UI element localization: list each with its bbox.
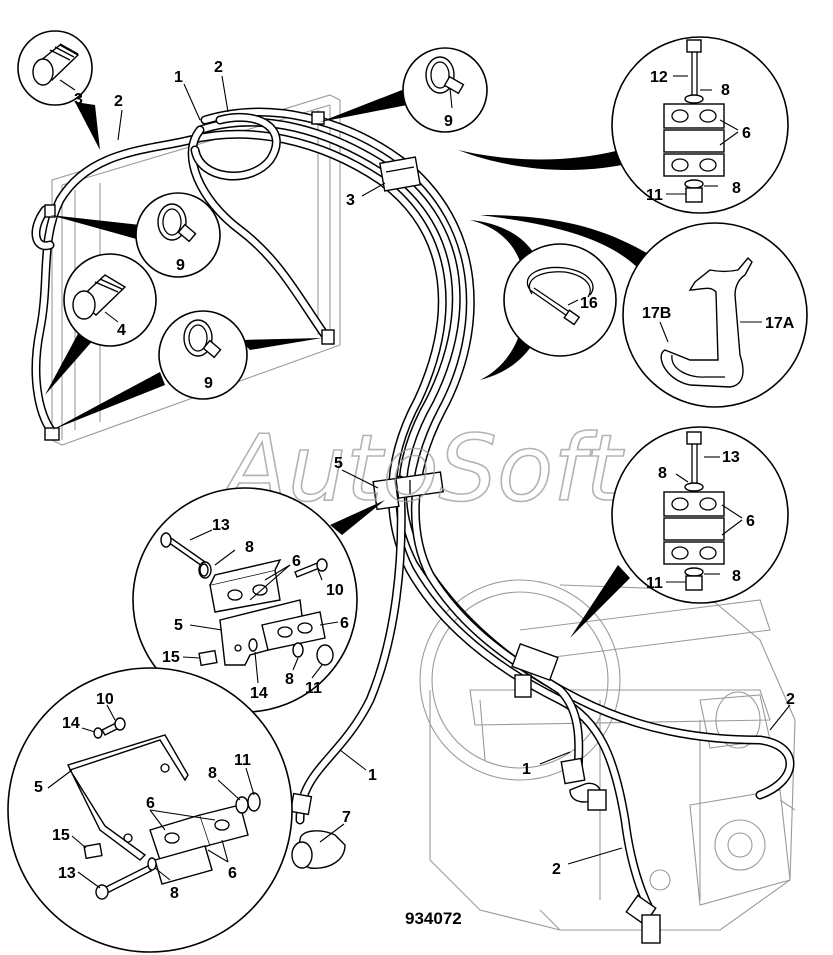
callout-10-bracket: 10: [326, 582, 344, 599]
detail-clip-17: 17B 17A: [480, 215, 808, 408]
callout-1-top: 1: [174, 69, 183, 86]
detail-clip-9-top: 9: [320, 47, 488, 133]
detail-cable-tie-16: 16: [470, 220, 617, 380]
callout-3-detail: 3: [74, 91, 83, 108]
callout-5-bracket: 5: [174, 617, 183, 634]
callout-2-left: 2: [114, 93, 123, 110]
callout-13-middle: 13: [722, 449, 740, 466]
callout-15-exploded: 15: [52, 827, 70, 844]
callout-8-middle-b: 8: [732, 568, 741, 585]
detail-clamp-stack-middle: 13 8 6 11 8: [570, 426, 789, 638]
transmission-fittings: [560, 757, 661, 944]
detail-sleeve-4: 4: [45, 253, 157, 395]
callout-8-bracket-a: 8: [245, 539, 254, 556]
callout-8-exploded-b: 8: [170, 885, 179, 902]
callout-6-middle: 6: [746, 513, 755, 530]
callout-8-top-a: 8: [721, 82, 730, 99]
callout-8-exploded-a: 8: [208, 765, 217, 782]
callout-6-exploded-a: 6: [146, 795, 155, 812]
detail-bracket-assembly: 13 8 6 10 5 6 15 14 8 11: [132, 487, 385, 713]
callout-5-bundle: 5: [334, 455, 343, 472]
callout-11-exploded: 11: [234, 752, 251, 769]
cooler-hose-clips: [44, 111, 335, 441]
callout-8-bracket-b: 8: [285, 671, 294, 688]
callout-17a: 17A: [765, 315, 795, 332]
callout-5-exploded: 5: [34, 779, 43, 796]
detail-sleeve-3: 3: [17, 30, 100, 150]
callout-9-left-upper: 9: [176, 257, 185, 274]
transmission-housing: [419, 579, 796, 931]
callout-13-exploded: 13: [58, 865, 76, 882]
callout-2-bottom: 2: [552, 861, 561, 878]
callout-3-bundle: 3: [346, 192, 355, 209]
callout-14-exploded: 14: [62, 715, 80, 732]
callout-11-top: 11: [646, 187, 663, 204]
callout-12: 12: [650, 69, 668, 86]
callout-16: 16: [580, 295, 598, 312]
callout-6-top: 6: [742, 125, 751, 142]
bundle-clamp-middle: [372, 471, 444, 511]
detail-clip-9-left-lower: 9: [52, 310, 322, 430]
callout-4: 4: [117, 322, 126, 339]
callout-8-middle-a: 8: [658, 465, 667, 482]
callout-7: 7: [342, 809, 351, 826]
detail-clamp-stack-top: 12 8 6 11 8: [458, 36, 789, 214]
callout-14-bracket: 14: [250, 685, 268, 702]
detail-clip-9-left-upper: 9: [50, 192, 221, 278]
callout-6-exploded-b: 6: [228, 865, 237, 882]
callout-6-bracket-b: 6: [340, 615, 349, 632]
callout-11-bracket: 11: [305, 680, 322, 697]
callout-9-left-lower: 9: [204, 375, 213, 392]
callout-10-exploded: 10: [96, 691, 114, 708]
callout-2-right: 2: [786, 691, 795, 708]
adapter-fitting: [289, 792, 346, 869]
callout-11-middle: 11: [646, 575, 663, 592]
reference-number: 934072: [405, 909, 462, 928]
callout-15-bracket: 15: [162, 649, 180, 666]
callout-17b: 17B: [642, 305, 671, 322]
bundle-clamp-lower: [511, 642, 559, 698]
callout-9-top: 9: [444, 113, 453, 130]
callout-2-top: 2: [214, 59, 223, 76]
callout-1-lower: 1: [368, 767, 377, 784]
main-callouts: 1 2 2 3 5 1 7 1 2 2: [114, 59, 795, 878]
callout-8-top-b: 8: [732, 180, 741, 197]
bundle-clamp-upper: [379, 156, 421, 192]
callout-6-bracket-a: 6: [292, 553, 301, 570]
detail-bracket-exploded: 10 14 5 8 11 6 15 13 8 6: [7, 667, 293, 953]
callout-13-bracket: 13: [212, 517, 230, 534]
callout-1-right: 1: [522, 761, 531, 778]
